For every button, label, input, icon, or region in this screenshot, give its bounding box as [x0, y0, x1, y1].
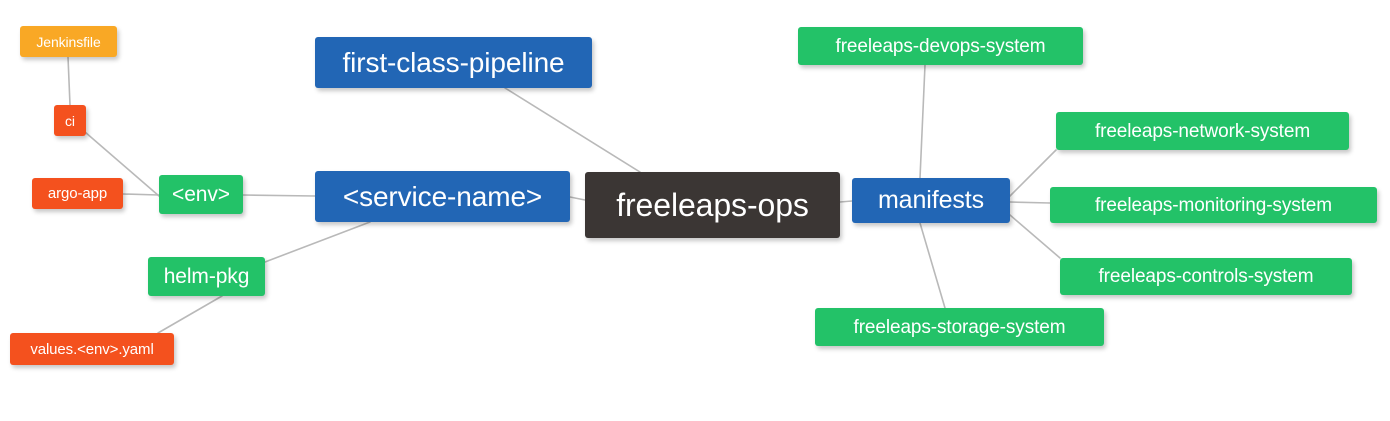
mindmap-edge-service-name-to-freeleaps-ops [569, 196, 586, 201]
mindmap-edge-freeleaps-ops-to-manifests [839, 200, 853, 203]
mindmap-node-freeleaps-devops-system[interactable]: freeleaps-devops-system [798, 27, 1083, 65]
node-label: ci [65, 112, 75, 129]
mindmap-node-env[interactable]: <env> [159, 175, 243, 214]
mindmap-node-jenkinsfile[interactable]: Jenkinsfile [20, 26, 117, 57]
node-label: freeleaps-network-system [1094, 120, 1311, 142]
node-label: Jenkinsfile [36, 33, 101, 50]
mindmap-node-freeleaps-controls-system[interactable]: freeleaps-controls-system [1060, 258, 1352, 295]
mindmap-node-freeleaps-monitoring-system[interactable]: freeleaps-monitoring-system [1050, 187, 1377, 223]
mindmap-edge-values-yaml-to-helm-pkg [157, 295, 223, 334]
mindmap-node-first-class-pipeline[interactable]: first-class-pipeline [315, 37, 592, 88]
mindmap-node-values-yaml[interactable]: values.<env>.yaml [10, 333, 174, 365]
node-label: argo-app [47, 185, 108, 202]
node-label: values.<env>.yaml [30, 340, 154, 358]
node-label: freeleaps-devops-system [835, 35, 1046, 57]
mindmap-node-freeleaps-network-system[interactable]: freeleaps-network-system [1056, 112, 1349, 150]
mindmap-edge-helm-pkg-to-service-name [264, 221, 371, 263]
node-label: <service-name> [342, 180, 543, 212]
node-label: freeleaps-controls-system [1098, 266, 1314, 287]
node-label: first-class-pipeline [342, 46, 565, 78]
mindmap-node-helm-pkg[interactable]: helm-pkg [148, 257, 265, 296]
mindmap-edge-env-to-service-name [242, 194, 316, 197]
mindmap-node-argo-app[interactable]: argo-app [32, 178, 123, 209]
mindmap-edge-freeleaps-monitoring-system-to-manifests [1009, 201, 1051, 204]
mindmap-edge-jenkinsfile-to-ci [67, 56, 71, 106]
mindmap-node-ci[interactable]: ci [54, 105, 86, 136]
mindmap-edge-first-class-pipeline-to-freeleaps-ops [504, 87, 641, 173]
node-label: <env> [172, 183, 230, 206]
mindmap-node-freeleaps-ops[interactable]: freeleaps-ops [585, 172, 840, 238]
mindmap-node-service-name[interactable]: <service-name> [315, 171, 570, 222]
mindmap-node-freeleaps-storage-system[interactable]: freeleaps-storage-system [815, 308, 1104, 346]
mindmap-edge-freeleaps-devops-system-to-manifests [919, 64, 926, 179]
node-label: manifests [877, 186, 985, 214]
mindmap-edge-argo-app-to-env [122, 193, 160, 196]
node-label: freeleaps-monitoring-system [1095, 194, 1332, 216]
node-label: freeleaps-storage-system [853, 316, 1066, 338]
mindmap-edge-freeleaps-storage-system-to-manifests [919, 222, 946, 309]
node-label: freeleaps-ops [616, 187, 809, 223]
node-label: helm-pkg [163, 265, 250, 288]
mindmap-node-manifests[interactable]: manifests [852, 178, 1010, 223]
